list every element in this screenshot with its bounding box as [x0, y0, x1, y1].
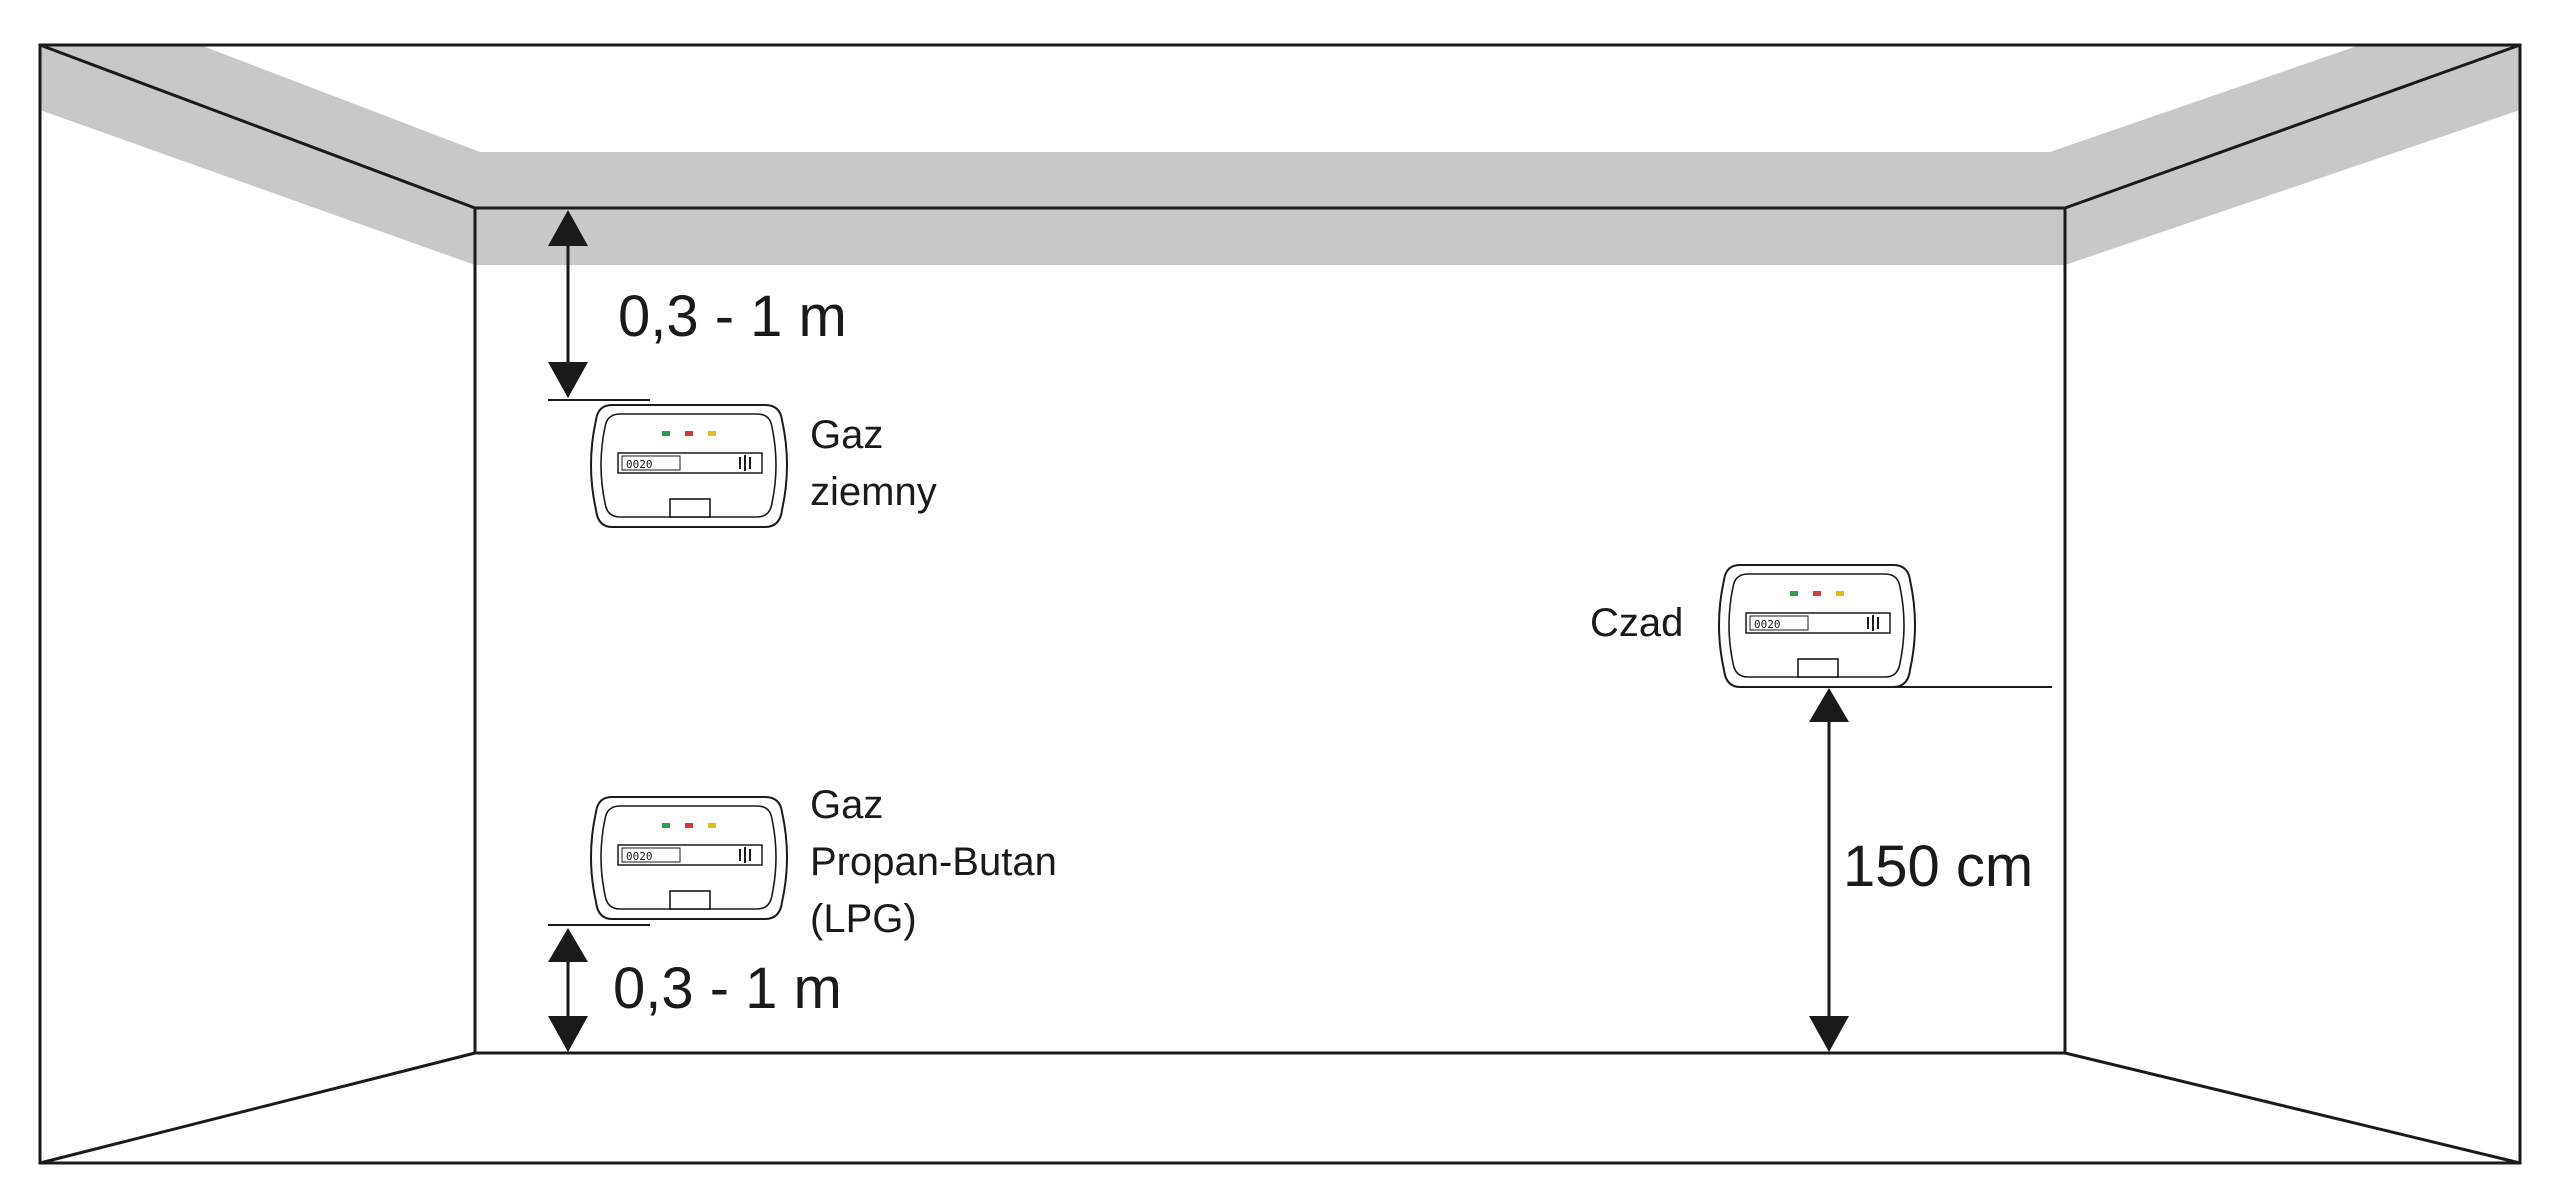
lpg-label-line1: Gaz	[810, 783, 883, 827]
top-dimension-arrow	[548, 210, 650, 401]
natural-gas-label-line1: Gaz	[810, 413, 883, 457]
co-height-label: 150 cm	[1843, 834, 2033, 899]
bottom-dimension-arrow	[548, 924, 650, 1052]
top-distance-label: 0,3 - 1 m	[618, 284, 847, 349]
co-detector: 0020	[1718, 564, 1916, 688]
ceiling-band	[40, 45, 2520, 265]
co-label: Czad	[1590, 601, 1683, 645]
lpg-detector: 0020	[590, 796, 788, 920]
svg-text:0020: 0020	[1754, 618, 1781, 631]
natural-gas-detector: 0020	[590, 404, 788, 528]
natural-gas-label-line2: ziemny	[810, 470, 937, 514]
room-outline	[38, 43, 2522, 1165]
lpg-label-line3: (LPG)	[810, 897, 917, 941]
lpg-label-line2: Propan-Butan	[810, 840, 1057, 884]
svg-text:0020: 0020	[626, 458, 653, 471]
bottom-distance-label: 0,3 - 1 m	[613, 956, 842, 1021]
co-height-arrow	[1809, 686, 2052, 1052]
svg-text:0020: 0020	[626, 850, 653, 863]
